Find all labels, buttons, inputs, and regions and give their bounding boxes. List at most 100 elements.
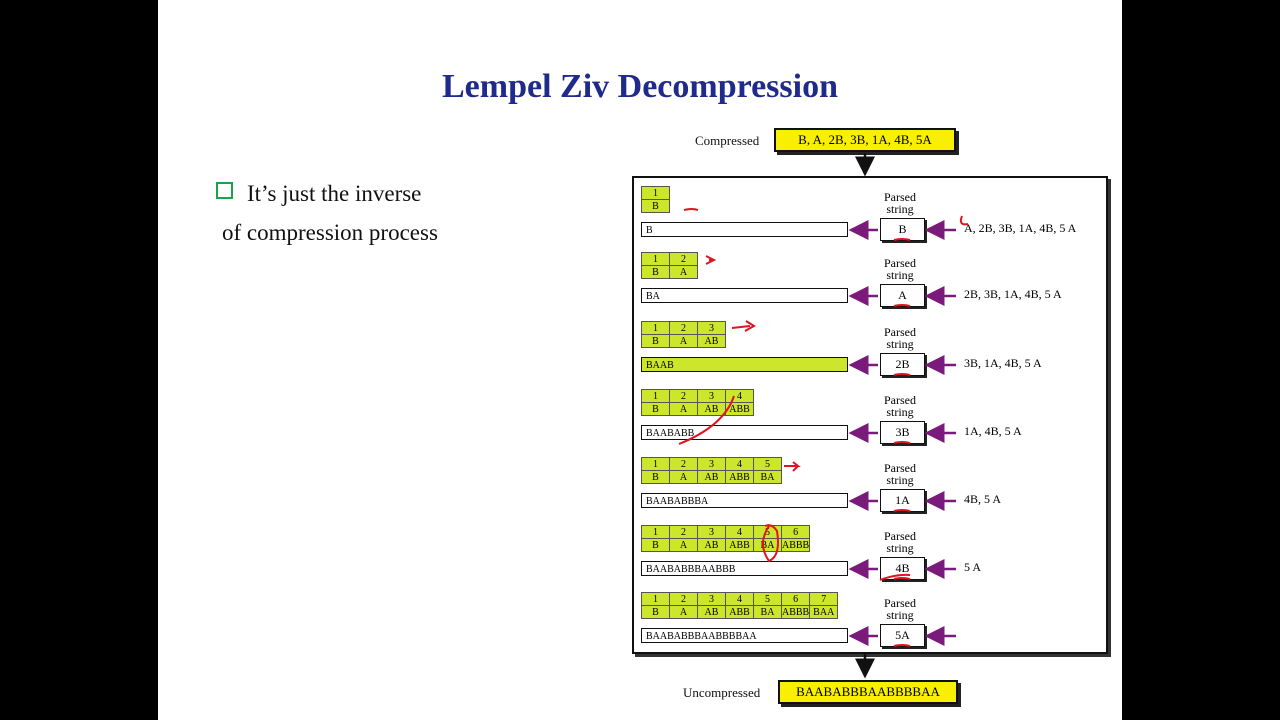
parsed-label-line2: string: [886, 405, 914, 419]
dictionary-index: 2: [669, 252, 698, 266]
parsed-label-line2: string: [886, 608, 914, 622]
dictionary-entry: A: [669, 538, 698, 552]
slide-title: Lempel Ziv Decompression: [441, 68, 838, 105]
dictionary-entry: A: [669, 334, 698, 348]
parsed-string-box: 3B: [880, 421, 925, 444]
remaining-codes: 1A, 4B, 5 A: [964, 424, 1022, 438]
dictionary-index: 5: [753, 457, 782, 471]
handwritten-underline: [893, 644, 911, 647]
bullet-text-line2: of compression process: [222, 220, 438, 245]
decoded-string: BAABABB: [641, 425, 848, 440]
dictionary-entry: BA: [753, 538, 782, 552]
dictionary-index: 1: [641, 186, 670, 200]
handwritten-circle: [762, 524, 779, 563]
dictionary-entry: ABB: [725, 402, 754, 416]
handwritten-underline: [893, 509, 911, 512]
parsed-string-box: 5A: [880, 624, 925, 647]
step-arrows: [678, 208, 969, 647]
decoded-string: B: [641, 222, 848, 237]
uncompressed-label: Uncompressed: [683, 685, 761, 700]
dictionary-entry: BA: [753, 470, 782, 484]
handwritten-mark: [959, 215, 969, 226]
dictionary-entry: BAA: [809, 605, 839, 619]
remaining-codes: 2B, 3B, 1A, 4B, 5 A: [964, 287, 1062, 301]
handwritten-underline: [893, 577, 911, 580]
parsed-label-line1: Parsed: [884, 596, 916, 610]
handwritten-arrow: [705, 255, 717, 265]
decoded-string: BAABABBBAABBBBAA: [641, 628, 848, 643]
dictionary-entry: AB: [697, 402, 726, 416]
parsed-label-line1: Parsed: [884, 529, 916, 543]
parsed-label-line1: Parsed: [884, 461, 916, 475]
parsed-label-line2: string: [886, 473, 914, 487]
dictionary-index: 4: [725, 525, 754, 539]
dictionary-entry: B: [641, 605, 670, 619]
handwritten-arrow: [784, 461, 801, 472]
dictionary-entry: A: [669, 265, 698, 279]
slide: Lempel Ziv Decompression It’s just the i…: [158, 0, 1122, 720]
dictionary-index: 4: [725, 457, 754, 471]
remaining-codes: 3B, 1A, 4B, 5 A: [964, 356, 1042, 370]
remaining-codes: 4B, 5 A: [964, 492, 1002, 506]
bullet-text-line1: It’s just the inverse: [247, 181, 422, 206]
dictionary-index: 2: [669, 389, 698, 403]
dictionary-entry: AB: [697, 334, 726, 348]
parsed-label-line1: Parsed: [884, 325, 916, 339]
dictionary-index: 2: [669, 457, 698, 471]
parsed-label-line1: Parsed: [884, 393, 916, 407]
handwritten-underline: [893, 238, 911, 241]
dictionary-index: 1: [641, 592, 670, 606]
dictionary-index: 2: [669, 592, 698, 606]
decoded-string: BAABABBBAABBB: [641, 561, 848, 576]
dictionary-entry: A: [669, 402, 698, 416]
checkbox-bullet-icon: [216, 182, 233, 199]
dictionary-entry: ABBB: [780, 605, 811, 619]
handwritten-underline: [893, 304, 911, 307]
handwritten-stroke: [678, 395, 735, 445]
dictionary-entry: B: [641, 538, 670, 552]
dictionary-entry: ABBB: [780, 538, 811, 552]
compressed-label: Compressed: [695, 133, 760, 148]
arrows-overlay: [855, 153, 875, 679]
dictionary-entry: ABB: [725, 470, 754, 484]
bullet-point: It’s just the inverse of compression pro…: [216, 174, 438, 252]
parsed-label-line2: string: [886, 337, 914, 351]
parsed-label-line2: string: [886, 268, 914, 282]
compressed-box: B, A, 2B, 3B, 1A, 4B, 5A: [774, 128, 956, 152]
remaining-codes: 5 A: [964, 560, 982, 574]
handwritten-dash: [683, 208, 699, 211]
decoded-string: BAAB: [641, 357, 848, 372]
dictionary-entry: ABB: [725, 605, 754, 619]
dictionary-index: 1: [641, 525, 670, 539]
dictionary-entry: BA: [753, 605, 782, 619]
parsed-label-line1: Parsed: [884, 256, 916, 270]
decoded-string: BA: [641, 288, 848, 303]
dictionary-index: 7: [809, 592, 839, 606]
parsed-label-line2: string: [886, 541, 914, 555]
dictionary-index: 3: [697, 592, 726, 606]
parsed-string-box: 1A: [880, 489, 925, 512]
handwritten-underline: [893, 373, 911, 376]
remaining-codes: A, 2B, 3B, 1A, 4B, 5 A: [964, 221, 1077, 235]
handwritten-underline: [893, 441, 911, 444]
dictionary-index: 1: [641, 252, 670, 266]
dictionary-entry: B: [641, 334, 670, 348]
dictionary-entry: AB: [697, 470, 726, 484]
dictionary-entry: ABB: [725, 538, 754, 552]
dictionary-index: 3: [697, 389, 726, 403]
uncompressed-box: BAABABBBAABBBBAA: [778, 680, 958, 704]
decoded-string: BAABABBBA: [641, 493, 848, 508]
dictionary-entry: A: [669, 470, 698, 484]
